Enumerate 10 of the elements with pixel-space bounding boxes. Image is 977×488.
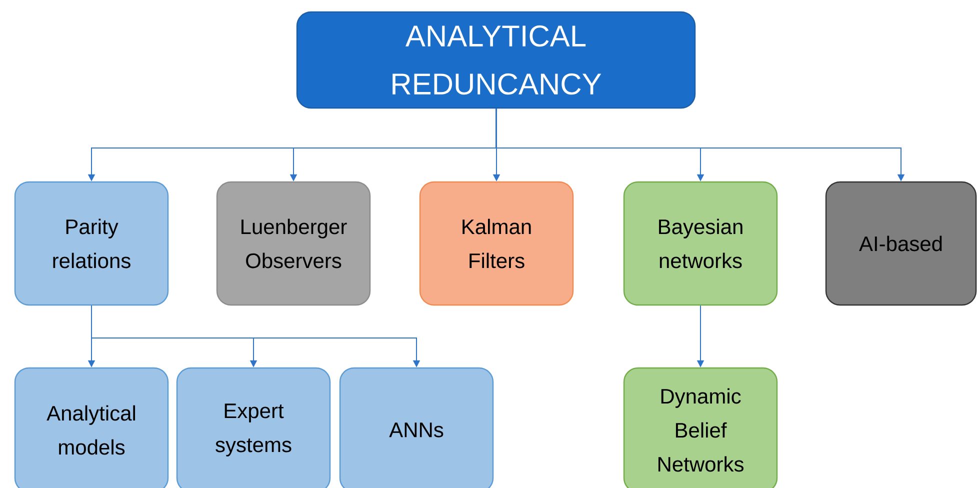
box: Analytical models (14, 367, 169, 488)
box: ANNs (339, 367, 494, 488)
box: Dynamic Belief Networks (623, 367, 778, 488)
box: Parity relations (14, 181, 169, 306)
box: Bayesian networks (623, 181, 778, 306)
box: Expert systems (176, 367, 331, 488)
box: AI-based (825, 181, 977, 306)
box: Luenberger Observers (216, 181, 371, 306)
box: Kalman Filters (419, 181, 574, 306)
box: ANALYTICAL REDUNCANCY (296, 11, 696, 109)
